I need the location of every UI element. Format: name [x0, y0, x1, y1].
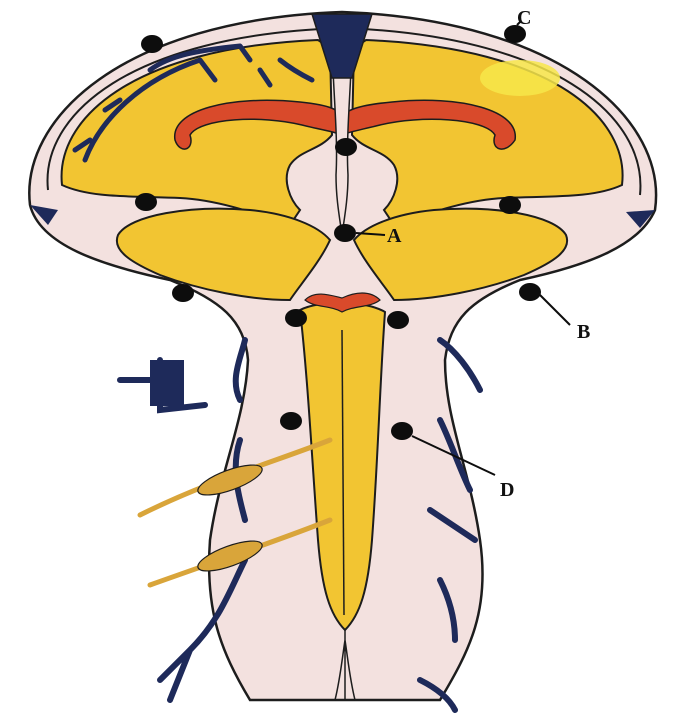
left-venous-plexus	[150, 360, 184, 406]
marker-dot	[285, 309, 307, 327]
hemisphere-highlight	[480, 60, 560, 96]
label-a: A	[387, 225, 402, 247]
marker-dot	[280, 412, 302, 430]
marker-dot	[335, 138, 357, 156]
marker-dot	[499, 196, 521, 214]
label-c: C	[517, 7, 531, 29]
marker-dot	[135, 193, 157, 211]
label-d: D	[500, 479, 514, 501]
marker-dot	[519, 283, 541, 301]
marker-dot	[387, 311, 409, 329]
left-temporal-lobe	[117, 209, 330, 300]
marker-dot	[141, 35, 163, 53]
marker-dot	[391, 422, 413, 440]
label-b: B	[577, 321, 590, 343]
marker-dot	[172, 284, 194, 302]
marker-dot	[334, 224, 356, 242]
leader-line-b	[540, 295, 570, 325]
